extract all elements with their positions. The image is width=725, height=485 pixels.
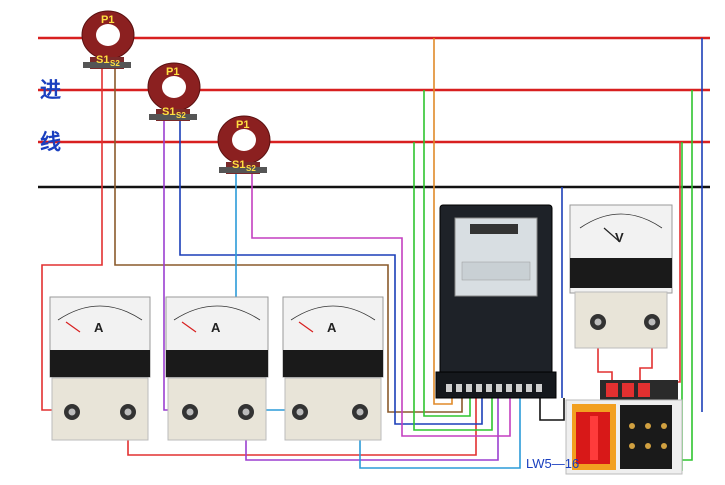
ammeter-2-unit: A <box>211 320 221 335</box>
ammeter-3: A <box>282 296 384 441</box>
switch-model-label: LW5—16 <box>526 456 579 471</box>
ammeter-1-unit: A <box>94 320 104 335</box>
voltmeter: V <box>569 204 673 349</box>
ct2-s1-label: S1 <box>162 106 175 118</box>
current-transformer-2: P1 S1 S2 <box>147 62 201 121</box>
ct2-s2-label: S2 <box>176 111 186 120</box>
meter-terminals <box>446 384 542 392</box>
incoming-lines <box>38 36 710 189</box>
wire-v-phase2 <box>423 90 471 417</box>
ct1-p1-label: P1 <box>101 14 114 26</box>
current-transformer-1: P1 S1 S2 <box>81 10 135 69</box>
incoming-label-2: 线 <box>40 130 61 154</box>
wire-a3-return <box>359 398 521 469</box>
wire-ct1-s2 <box>114 68 463 413</box>
ct1-s1-label: S1 <box>96 54 109 66</box>
changeover-switch <box>565 380 683 475</box>
current-transformer-3: P1 S1 S2 <box>217 115 271 174</box>
ammeter-2: A <box>165 296 269 441</box>
wire-ct3-s2 <box>251 170 511 437</box>
ammeter-3-unit: A <box>327 320 337 335</box>
wire-v-phase3 <box>413 142 493 431</box>
wire-ct2-s2 <box>179 118 483 425</box>
wire-volt-2 <box>639 330 653 390</box>
ct2-p1-label: P1 <box>166 66 179 78</box>
voltmeter-unit: V <box>615 230 624 245</box>
energy-meter <box>435 204 557 399</box>
ct3-s1-label: S1 <box>232 159 245 171</box>
wire-meter-switch <box>539 398 565 421</box>
ct3-s2-label: S2 <box>246 164 256 173</box>
ct1-s2-label: S2 <box>110 59 120 68</box>
ct3-p1-label: P1 <box>236 119 249 131</box>
ammeter-1: A <box>49 296 151 441</box>
wire-v-phase1 <box>433 38 453 405</box>
incoming-label-1: 进 <box>40 78 61 102</box>
